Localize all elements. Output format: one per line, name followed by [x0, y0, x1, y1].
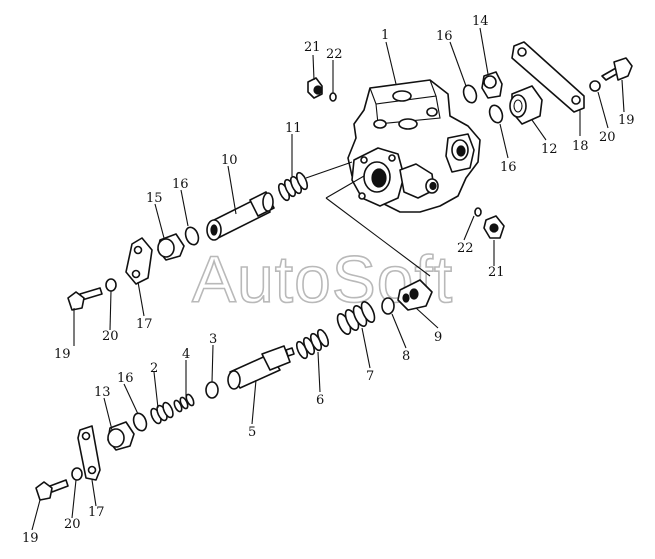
callout-20-bottom: 20: [64, 517, 81, 532]
washer-part-20-top: [589, 80, 601, 92]
callout-7: 7: [366, 369, 374, 384]
callout-16-left: 16: [172, 177, 189, 192]
callout-5: 5: [248, 425, 256, 440]
callout-10: 10: [221, 153, 238, 168]
plug-part-14: [481, 71, 503, 99]
callout-labels: 1 2 3 4 5 6 7 8 9 10 11 12 13 14 15 16 1…: [22, 14, 635, 546]
o-ring-part-22-top: [329, 92, 337, 102]
callout-11: 11: [285, 121, 302, 136]
leader-lines: [31, 27, 625, 531]
callout-6: 6: [316, 393, 324, 408]
callout-17-upper: 17: [136, 317, 153, 332]
spool-part-5: [227, 345, 295, 390]
callout-13: 13: [94, 385, 111, 400]
callout-16-right: 16: [500, 160, 517, 175]
callout-16-top: 16: [436, 29, 453, 44]
assembly-line-2: [325, 175, 365, 199]
callout-9: 9: [434, 330, 442, 345]
callout-22-right: 22: [457, 241, 474, 256]
callout-19-bottom: 19: [22, 531, 39, 546]
o-ring-part-16-left: [184, 226, 200, 246]
plate-part-18: [511, 41, 585, 113]
plug-part-15: [157, 233, 185, 261]
callout-22-top: 22: [326, 47, 343, 62]
valve-body-part-1: [347, 79, 481, 213]
callout-19-left: 19: [54, 347, 71, 362]
spring-part-4: [173, 393, 195, 413]
ring-part-3: [205, 381, 219, 399]
assembly-line: [325, 197, 431, 277]
callout-21-right: 21: [488, 265, 505, 280]
washer-part-20-left: [105, 278, 117, 292]
spring-part-2: [150, 401, 174, 425]
o-ring-part-16-right: [488, 104, 504, 124]
bolt-part-19-top: [601, 57, 633, 81]
callout-19-top-right: 19: [618, 113, 635, 128]
callout-20-left: 20: [102, 329, 119, 344]
bolt-part-19-bottom: [35, 479, 69, 501]
callout-20-top-right: 20: [599, 130, 616, 145]
spring-part-7: [336, 301, 376, 335]
spring-part-6: [295, 328, 330, 360]
plug-part-13: [107, 421, 135, 451]
spool-part-10: [206, 191, 275, 241]
plate-part-17-lower: [77, 425, 101, 481]
o-ring-part-22-right: [474, 207, 482, 217]
callout-12: 12: [541, 142, 558, 157]
callout-21-top: 21: [304, 40, 321, 55]
spring-part-11: [277, 161, 353, 202]
plug-part-12: [509, 85, 543, 125]
callout-8: 8: [402, 349, 410, 364]
callout-4: 4: [182, 347, 190, 362]
seal-part-8: [381, 297, 395, 315]
plug-part-21-right: [483, 215, 505, 239]
retainer-part-9: [397, 279, 433, 311]
callout-3: 3: [209, 332, 217, 347]
washer-part-20-bottom: [71, 467, 83, 481]
plate-part-17-upper: [125, 237, 153, 285]
plug-part-21-top: [307, 77, 323, 99]
callout-1: 1: [381, 28, 389, 43]
callout-14: 14: [472, 14, 489, 29]
callout-17-lower: 17: [88, 505, 105, 520]
callout-18: 18: [572, 139, 589, 154]
callout-16-bottom: 16: [117, 371, 134, 386]
callout-15: 15: [146, 191, 163, 206]
o-ring-part-16-bottom: [132, 412, 148, 432]
o-ring-part-16-top: [462, 84, 478, 104]
callout-2: 2: [150, 361, 158, 376]
bolt-part-19-left: [67, 287, 103, 311]
